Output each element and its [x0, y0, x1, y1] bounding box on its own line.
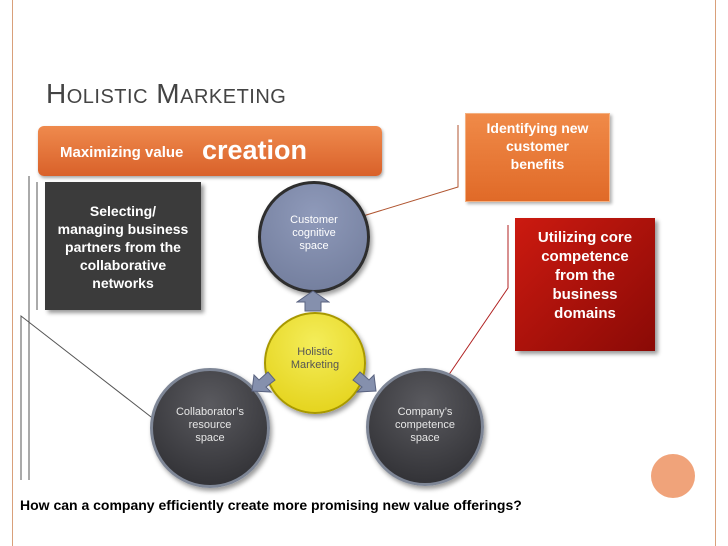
company-competence-space-circle: Company’s competence space: [366, 368, 484, 486]
company-competence-space-label: Company’s competence space: [395, 406, 455, 444]
footer-question: How can a company efficiently create mor…: [20, 497, 522, 513]
collaborator-resource-space-circle: Collaborator’s resource space: [150, 368, 270, 488]
right-frame-line: [715, 0, 716, 546]
customer-benefits-text: Identifying new customer benefits: [486, 120, 589, 172]
slide-title: Holistic Marketing: [46, 78, 287, 109]
value-creation-banner: Maximizing value creation: [38, 126, 382, 176]
core-competence-box: Utilizing core competence from the busin…: [515, 218, 655, 351]
partners-box: Selecting/ managing business partners fr…: [45, 182, 201, 310]
holistic-marketing-circle: Holistic Marketing: [264, 312, 366, 414]
customer-cognitive-space-circle: Customer cognitive space: [258, 181, 370, 293]
decorative-circle: [651, 454, 695, 498]
core-competence-text: Utilizing core competence from the busin…: [537, 229, 633, 322]
collaborator-resource-space-label: Collaborator’s resource space: [175, 406, 245, 444]
customer-cognitive-space-label: Customer cognitive space: [290, 214, 338, 252]
partners-box-text: Selecting/ managing business partners fr…: [57, 203, 189, 291]
customer-benefits-box: Identifying new customer benefits: [465, 113, 610, 202]
down-right-arrow-icon: [352, 371, 377, 393]
holistic-marketing-label: Holistic Marketing: [290, 346, 340, 371]
up-arrow-icon: [296, 290, 330, 312]
banner-keyword: creation: [202, 135, 308, 165]
down-left-arrow-icon: [251, 371, 276, 393]
banner-subtitle: Maximizing value: [60, 144, 184, 161]
left-frame-line: [12, 0, 13, 546]
